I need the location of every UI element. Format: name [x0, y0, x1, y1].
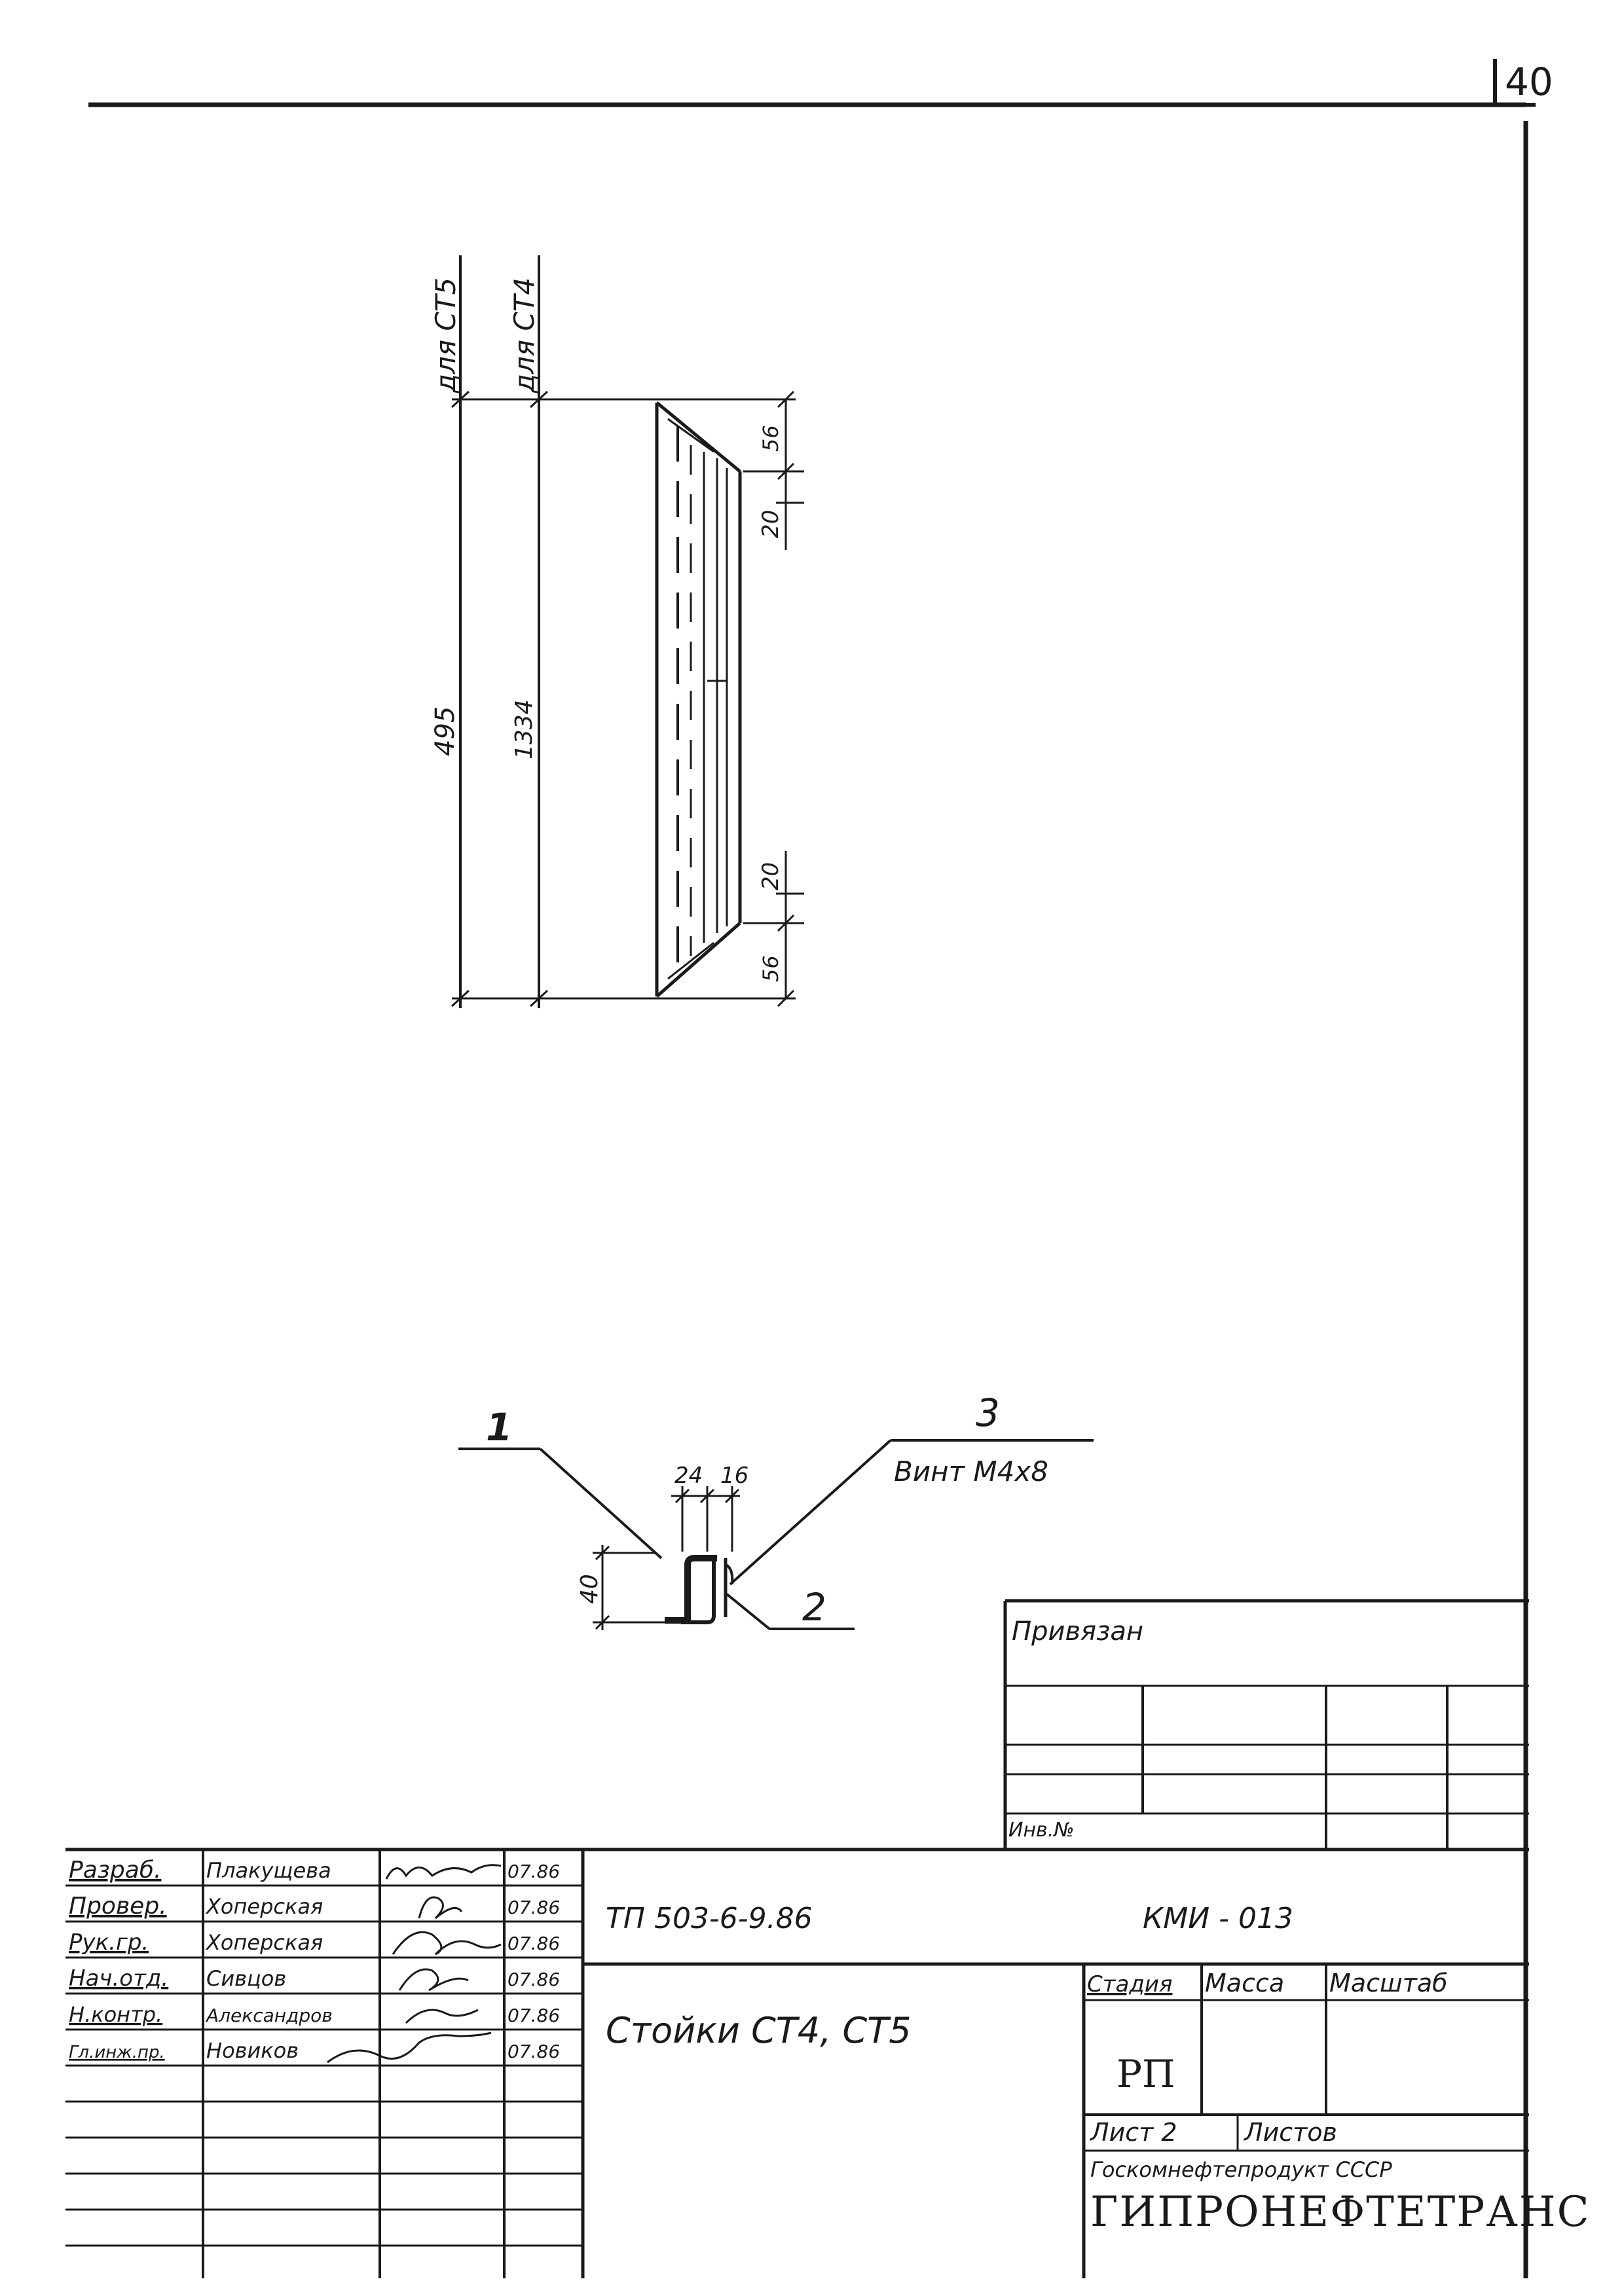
dim-bottom-56: 56 [758, 955, 783, 982]
row-date: 07.86 [507, 2041, 560, 2062]
mass-header: Масса [1205, 1969, 1284, 1997]
dim-bottom-20: 20 [758, 862, 784, 890]
dim-40: 40 [576, 1574, 603, 1604]
row-date: 07.86 [507, 2005, 560, 2026]
scale-header: Масштаб [1329, 1969, 1448, 1997]
sheet-title: Стойки СТ4, СТ5 [606, 2010, 912, 2051]
elevation-drawing [451, 255, 804, 1008]
dim-24: 24 [674, 1463, 703, 1489]
privyazan-title: Привязан [1012, 1616, 1143, 1647]
label-for-ct4: для СТ4 [508, 278, 540, 393]
organization-name: ГИПРОНЕФТЕТРАНС [1090, 2188, 1591, 2236]
stage-value: РП [1116, 2052, 1175, 2096]
dim-495: 495 [430, 706, 460, 756]
page-number: 40 [1505, 60, 1553, 104]
section-drawing [458, 1439, 1094, 1630]
callout-1: 1 [486, 1405, 512, 1449]
row-name: Хоперская [205, 1930, 323, 1955]
screw-note: Винт М4х8 [894, 1455, 1048, 1487]
sheet-frame [88, 59, 1536, 2278]
signatures [327, 1864, 502, 2064]
organization-line-1: Госкомнефтепродукт СССР [1090, 2157, 1392, 2182]
row-date: 07.86 [507, 1933, 560, 1954]
sheets-total-label: Листов [1243, 2118, 1337, 2147]
row-name: Александров [205, 2005, 333, 2026]
row-name: Хоперская [205, 1894, 323, 1919]
row-role: Гл.инж.пр. [69, 2043, 165, 2062]
row-date: 07.86 [507, 1969, 560, 1990]
title-block-grid [65, 1848, 1529, 2278]
row-role: Нач.отд. [69, 1965, 168, 1992]
row-role: Рук.гр. [69, 1929, 149, 1956]
row-role: Разраб. [69, 1857, 161, 1884]
row-role: Н.контр. [69, 2002, 162, 2027]
row-role: Провер. [69, 1893, 167, 1920]
dim-top-20: 20 [758, 510, 784, 538]
drawing-code: КМИ - 013 [1143, 1902, 1293, 1935]
inventory-number-label: Инв.№ [1008, 1819, 1074, 1842]
label-for-ct5: для СТ5 [430, 278, 462, 393]
callout-2: 2 [802, 1585, 826, 1630]
document-number: ТП 503-6-9.86 [606, 1902, 813, 1935]
sheet-number-label: Лист 2 [1089, 2118, 1177, 2147]
row-date: 07.86 [507, 1861, 560, 1882]
row-date: 07.86 [507, 1897, 560, 1918]
privyazan-box [1003, 1599, 1529, 1850]
row-name: Новиков [206, 2038, 299, 2063]
dim-1334: 1334 [511, 699, 538, 759]
stage-header: Стадия [1087, 1971, 1172, 1997]
row-name: Плакущева [206, 1858, 331, 1883]
approval-rows: Разраб. Плакущева 07.86 Провер. Хоперска… [69, 1857, 560, 2063]
dim-top-56: 56 [758, 425, 783, 452]
callout-3: 3 [976, 1391, 1000, 1435]
row-name: Сивцов [206, 1966, 286, 1991]
dim-16: 16 [720, 1463, 748, 1489]
